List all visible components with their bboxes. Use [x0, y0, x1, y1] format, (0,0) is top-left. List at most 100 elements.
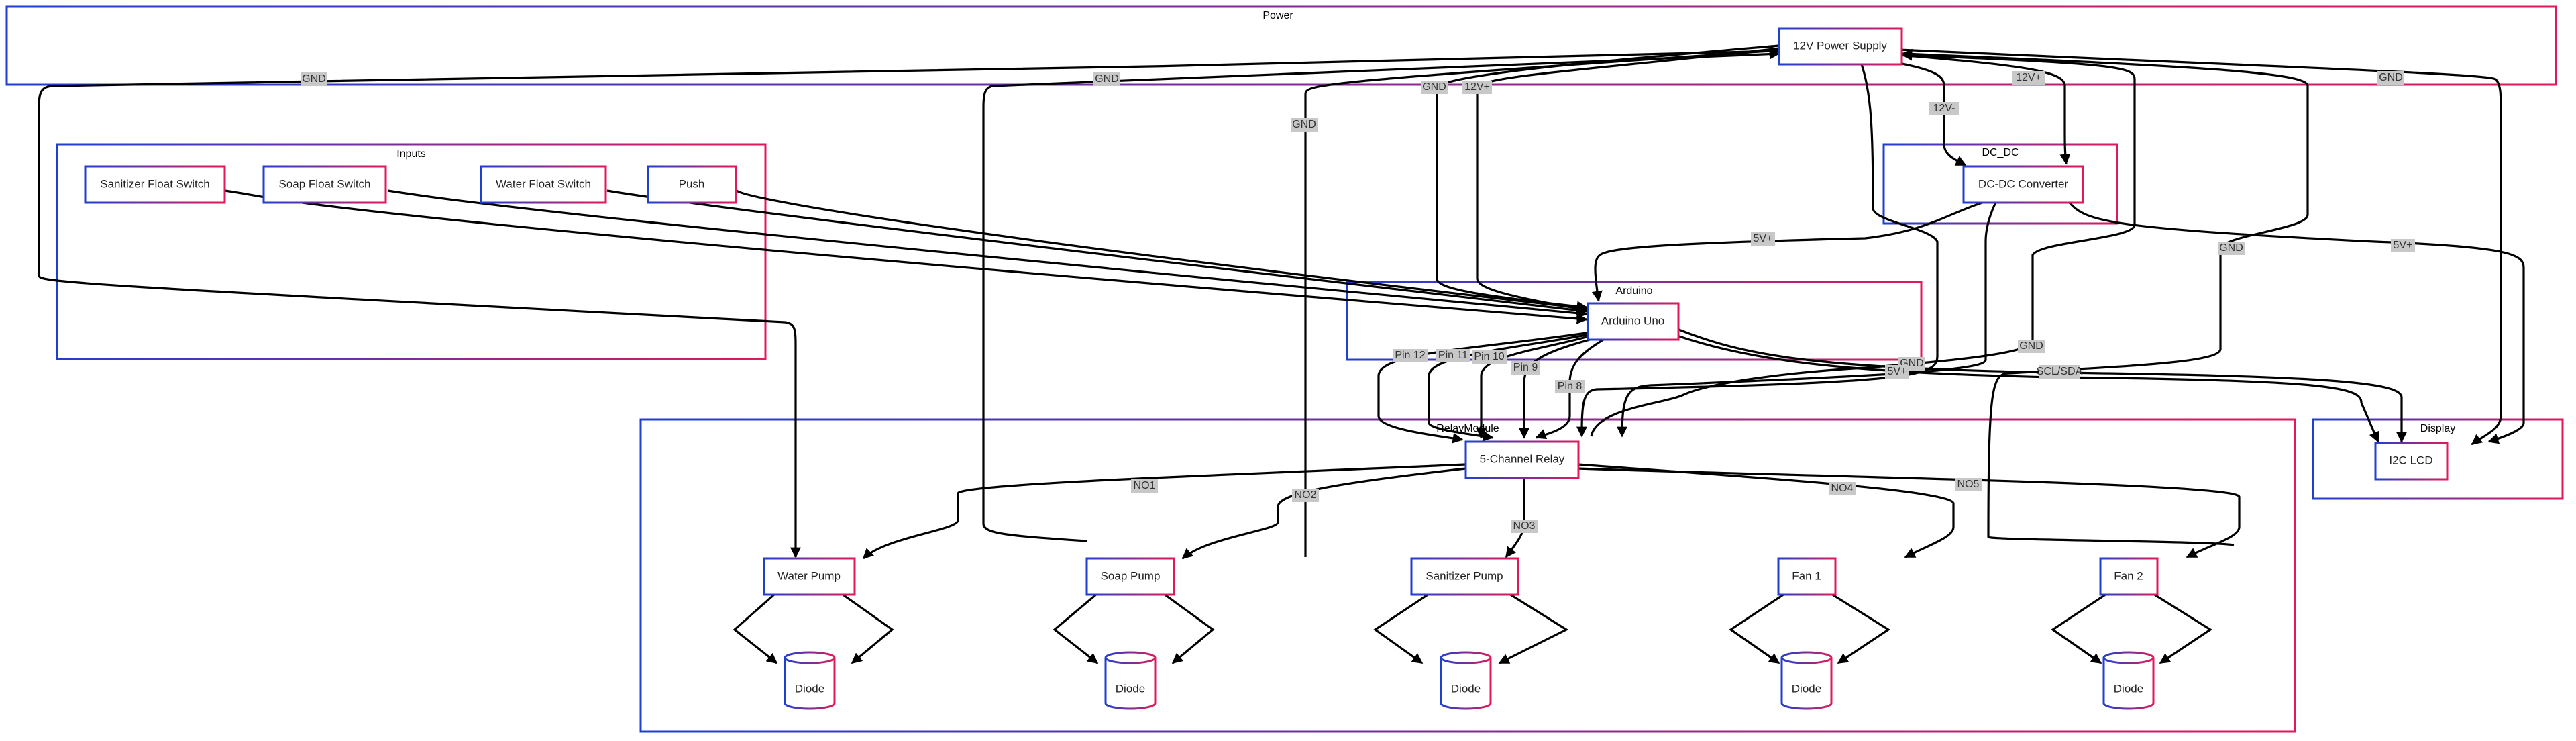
edge-label-12vplus-2-text: 12V+ — [2016, 72, 2041, 83]
node-diode-4-label: Diode — [1792, 682, 1821, 695]
group-dc-dc-title: DC_DC — [1982, 147, 2019, 158]
group-relay-module-title: RelayModule — [1436, 423, 1499, 434]
group-arduino-title: Arduino — [1615, 285, 1652, 297]
edge-soap-switch-arduino — [387, 189, 1588, 319]
group-arduino: Arduino — [1346, 281, 1923, 361]
node-fan1-label: Fan 1 — [1792, 569, 1821, 582]
node-diode-5[interactable]: Diode — [2102, 651, 2155, 710]
node-soap-float-switch-label: Soap Float Switch — [278, 177, 370, 190]
node-psu[interactable]: 12V Power Supply — [1778, 27, 1903, 66]
edge-soap-diode-r — [1163, 593, 1215, 664]
edge-label-pin11: Pin 11 — [1436, 349, 1470, 362]
edge-label-pin10: Pin 10 — [1472, 350, 1507, 364]
node-diode-4[interactable]: Diode — [1780, 651, 1833, 710]
edge-dcdc-lcd-5v — [2068, 201, 2525, 444]
edge-label-5v-3-text: 5V+ — [1888, 366, 1907, 377]
edge-label-scl-sda: SCL/SDA — [2037, 365, 2083, 379]
edge-label-pin8-text: Pin 8 — [1558, 381, 1582, 392]
edge-label-gnd-2: GND — [1093, 72, 1120, 86]
node-diode-2[interactable]: Diode — [1104, 651, 1157, 710]
node-sanitizer-float-switch[interactable]: Sanitizer Float Switch — [84, 165, 226, 204]
node-fan1[interactable]: Fan 1 — [1777, 557, 1837, 596]
edge-label-pin12: Pin 12 — [1393, 349, 1428, 362]
edge-label-no3: NO3 — [1511, 520, 1538, 533]
edge-psu-gnd-left — [38, 50, 1780, 558]
edge-fan1-gnd — [1590, 50, 2136, 437]
edge-label-gnd-5-text: GND — [1292, 119, 1316, 130]
node-water-float-switch-label: Water Float Switch — [496, 177, 591, 190]
edge-label-no5: NO5 — [1955, 478, 1982, 491]
node-diode-3[interactable]: Diode — [1440, 651, 1492, 710]
edge-no1 — [862, 463, 1466, 560]
node-diode-5-label: Diode — [2114, 682, 2143, 695]
edge-label-gnd-1: GND — [301, 72, 327, 86]
node-soap-float-switch[interactable]: Soap Float Switch — [262, 165, 387, 204]
edge-sanitizer-psu-gnd — [1304, 46, 1780, 557]
edge-label-pin10-text: Pin 10 — [1474, 351, 1504, 362]
edge-soap-diode-l — [1053, 593, 1099, 664]
node-sanitizer-pump[interactable]: Sanitizer Pump — [1410, 557, 1519, 596]
edge-label-scl-sda-text: SCL/SDA — [2037, 366, 2083, 377]
edge-pin11 — [1428, 334, 1587, 442]
edge-label-gnd-6: GND — [2218, 242, 2245, 255]
node-water-pump-label: Water Pump — [777, 569, 841, 582]
node-arduino-uno-label: Arduino Uno — [1601, 314, 1665, 327]
node-soap-pump-label: Soap Pump — [1101, 569, 1161, 582]
node-water-pump[interactable]: Water Pump — [763, 557, 856, 596]
edge-label-gnd-6-text: GND — [2219, 242, 2243, 254]
edge-fan1-diode-l — [1729, 593, 1785, 664]
node-water-float-switch[interactable]: Water Float Switch — [480, 165, 607, 204]
node-lcd-label: I2C LCD — [2389, 454, 2432, 466]
edge-pin12 — [1377, 332, 1587, 444]
edge-sanitizer-diode-r — [1498, 593, 1569, 664]
edge-label-5v-1: 5V+ — [1751, 232, 1775, 246]
edge-label-gnd-4: GND — [2377, 71, 2404, 85]
edge-label-gnd-4-text: GND — [2379, 72, 2403, 83]
edge-label-no1: NO1 — [1131, 479, 1158, 493]
edge-label-gnd-3: GND — [1421, 81, 1448, 94]
edge-fan2-diode-r — [2153, 593, 2212, 664]
node-lcd[interactable]: I2C LCD — [2374, 442, 2449, 481]
group-dc-dc: DC_DC — [1882, 143, 2118, 225]
edge-label-pin9-text: Pin 9 — [1513, 362, 1538, 373]
node-relay[interactable]: 5-Channel Relay — [1464, 440, 1580, 479]
edge-label-no3-text: NO3 — [1513, 520, 1536, 532]
edge-pin9 — [1519, 338, 1591, 439]
node-diode-1-label: Diode — [795, 682, 824, 695]
group-display-title: Display — [2420, 423, 2455, 434]
node-fan2-label: Fan 2 — [2114, 569, 2143, 582]
edge-sanitizer-switch-arduino — [224, 189, 1588, 324]
edge-label-pin12-text: Pin 12 — [1395, 350, 1425, 361]
edge-label-pin8: Pin 8 — [1555, 380, 1585, 393]
edge-no3 — [1505, 477, 1525, 558]
edge-sanitizer-diode-l — [1373, 593, 1430, 664]
edge-label-5v-3: 5V+ — [1885, 365, 1909, 379]
edge-label-12vminus-text: 12V- — [1933, 103, 1955, 114]
edge-dcdc-arduino-5v — [1591, 201, 1983, 302]
node-soap-pump[interactable]: Soap Pump — [1085, 557, 1175, 596]
group-inputs-title: Inputs — [396, 148, 426, 160]
node-arduino-uno[interactable]: Arduino Uno — [1587, 302, 1680, 341]
edge-fan2-diode-l — [2051, 593, 2107, 664]
node-diode-3-label: Diode — [1451, 682, 1481, 695]
node-dcdc-converter-label: DC-DC Converter — [1978, 177, 2068, 190]
edge-label-pin9: Pin 9 — [1511, 361, 1540, 375]
edge-label-no2-text: NO2 — [1295, 489, 1317, 501]
edge-labels: GND GND GND 12V+ 12V+ GND GND 12V- — [301, 71, 2415, 533]
node-diode-1[interactable]: Diode — [784, 651, 836, 710]
edge-label-gnd-5: GND — [1291, 118, 1318, 132]
node-fan2[interactable]: Fan 2 — [2099, 557, 2159, 596]
edge-water-diode-l — [733, 593, 778, 664]
edge-label-12vminus: 12V- — [1929, 102, 1959, 115]
edge-label-5v-2-text: 5V+ — [2394, 240, 2413, 251]
edge-label-gnd-2-text: GND — [1095, 73, 1119, 85]
edge-psu-dcdc-12vplus — [1898, 54, 2071, 165]
edge-label-12vplus-2: 12V+ — [2012, 71, 2045, 85]
edge-label-gnd-3-text: GND — [1422, 81, 1446, 93]
node-dcdc-converter[interactable]: DC-DC Converter — [1962, 165, 2084, 204]
group-inputs: Inputs — [56, 143, 767, 360]
node-sanitizer-pump-label: Sanitizer Pump — [1426, 569, 1503, 582]
node-push[interactable]: Push — [647, 165, 737, 204]
edge-fan2-gnd — [1901, 48, 2309, 546]
